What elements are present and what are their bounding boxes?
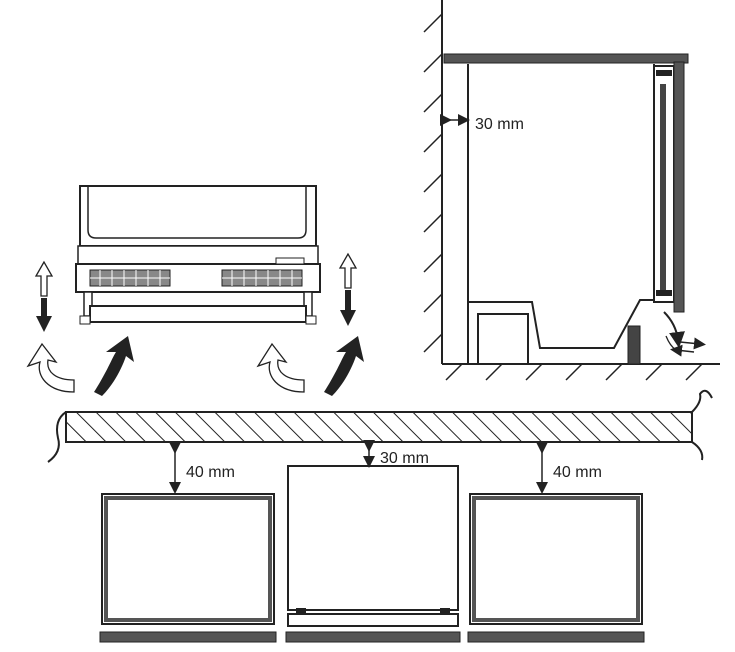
- adjust-arrow-right-icon: [338, 252, 358, 326]
- floor-section: [442, 363, 720, 381]
- airflow-in-right-icon: [256, 342, 305, 393]
- vent-grille-left: [89, 269, 171, 287]
- right-gap-label: 40 mm: [553, 464, 602, 481]
- countertop-side: [443, 53, 689, 64]
- wall-section: [423, 0, 443, 364]
- door-panel-side: [653, 61, 685, 313]
- airflow-out-left-icon: [94, 336, 134, 396]
- wall-gap-label: 30 mm: [475, 116, 524, 133]
- adjust-arrow-left-icon: [34, 260, 54, 332]
- right-cabinet: [467, 493, 645, 643]
- airflow-in-left-icon: [26, 342, 75, 393]
- center-gap-label: 30 mm: [380, 450, 429, 467]
- airflow-side-icon: [663, 311, 706, 357]
- appliance-front-view: [75, 185, 321, 325]
- appliance-side-view: [467, 64, 655, 365]
- left-cabinet: [99, 493, 277, 643]
- worktop-section: [47, 389, 713, 463]
- center-appliance: [285, 465, 461, 643]
- left-gap-label: 40 mm: [186, 464, 235, 481]
- vent-grille-right: [221, 269, 303, 287]
- airflow-out-right-icon: [324, 336, 364, 396]
